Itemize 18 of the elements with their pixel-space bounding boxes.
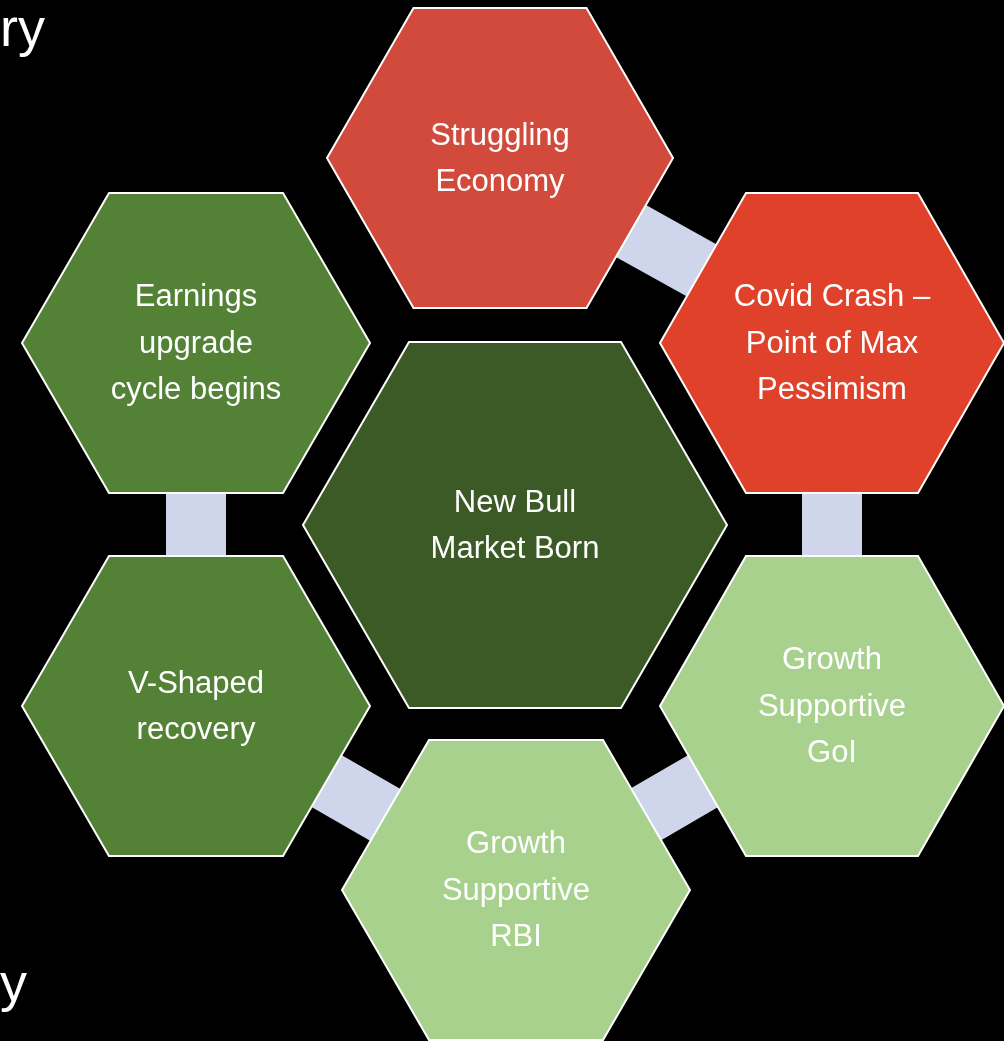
connector-band <box>802 493 862 556</box>
node-text: Earnings upgrade cycle begins <box>109 277 283 409</box>
hexagon <box>22 556 370 856</box>
connector-band <box>311 755 401 841</box>
node-text: New Bull Market Born <box>429 482 601 567</box>
hexagon <box>327 8 673 308</box>
connector-band <box>630 755 719 841</box>
node-text: V-Shaped recovery <box>126 663 266 748</box>
hexagon <box>342 740 690 1040</box>
node-text: Struggling Economy <box>429 115 571 200</box>
hexagon <box>660 556 1004 856</box>
node-text: Growth Supportive RBI <box>440 824 592 956</box>
connector-band <box>166 493 226 556</box>
hexagon <box>660 193 1004 493</box>
node-text: Covid Crash – Point of Max Pessimism <box>732 277 932 409</box>
node-text: Growth Supportive GoI <box>756 640 908 772</box>
hexagon <box>303 342 727 708</box>
hexagon <box>22 193 370 493</box>
